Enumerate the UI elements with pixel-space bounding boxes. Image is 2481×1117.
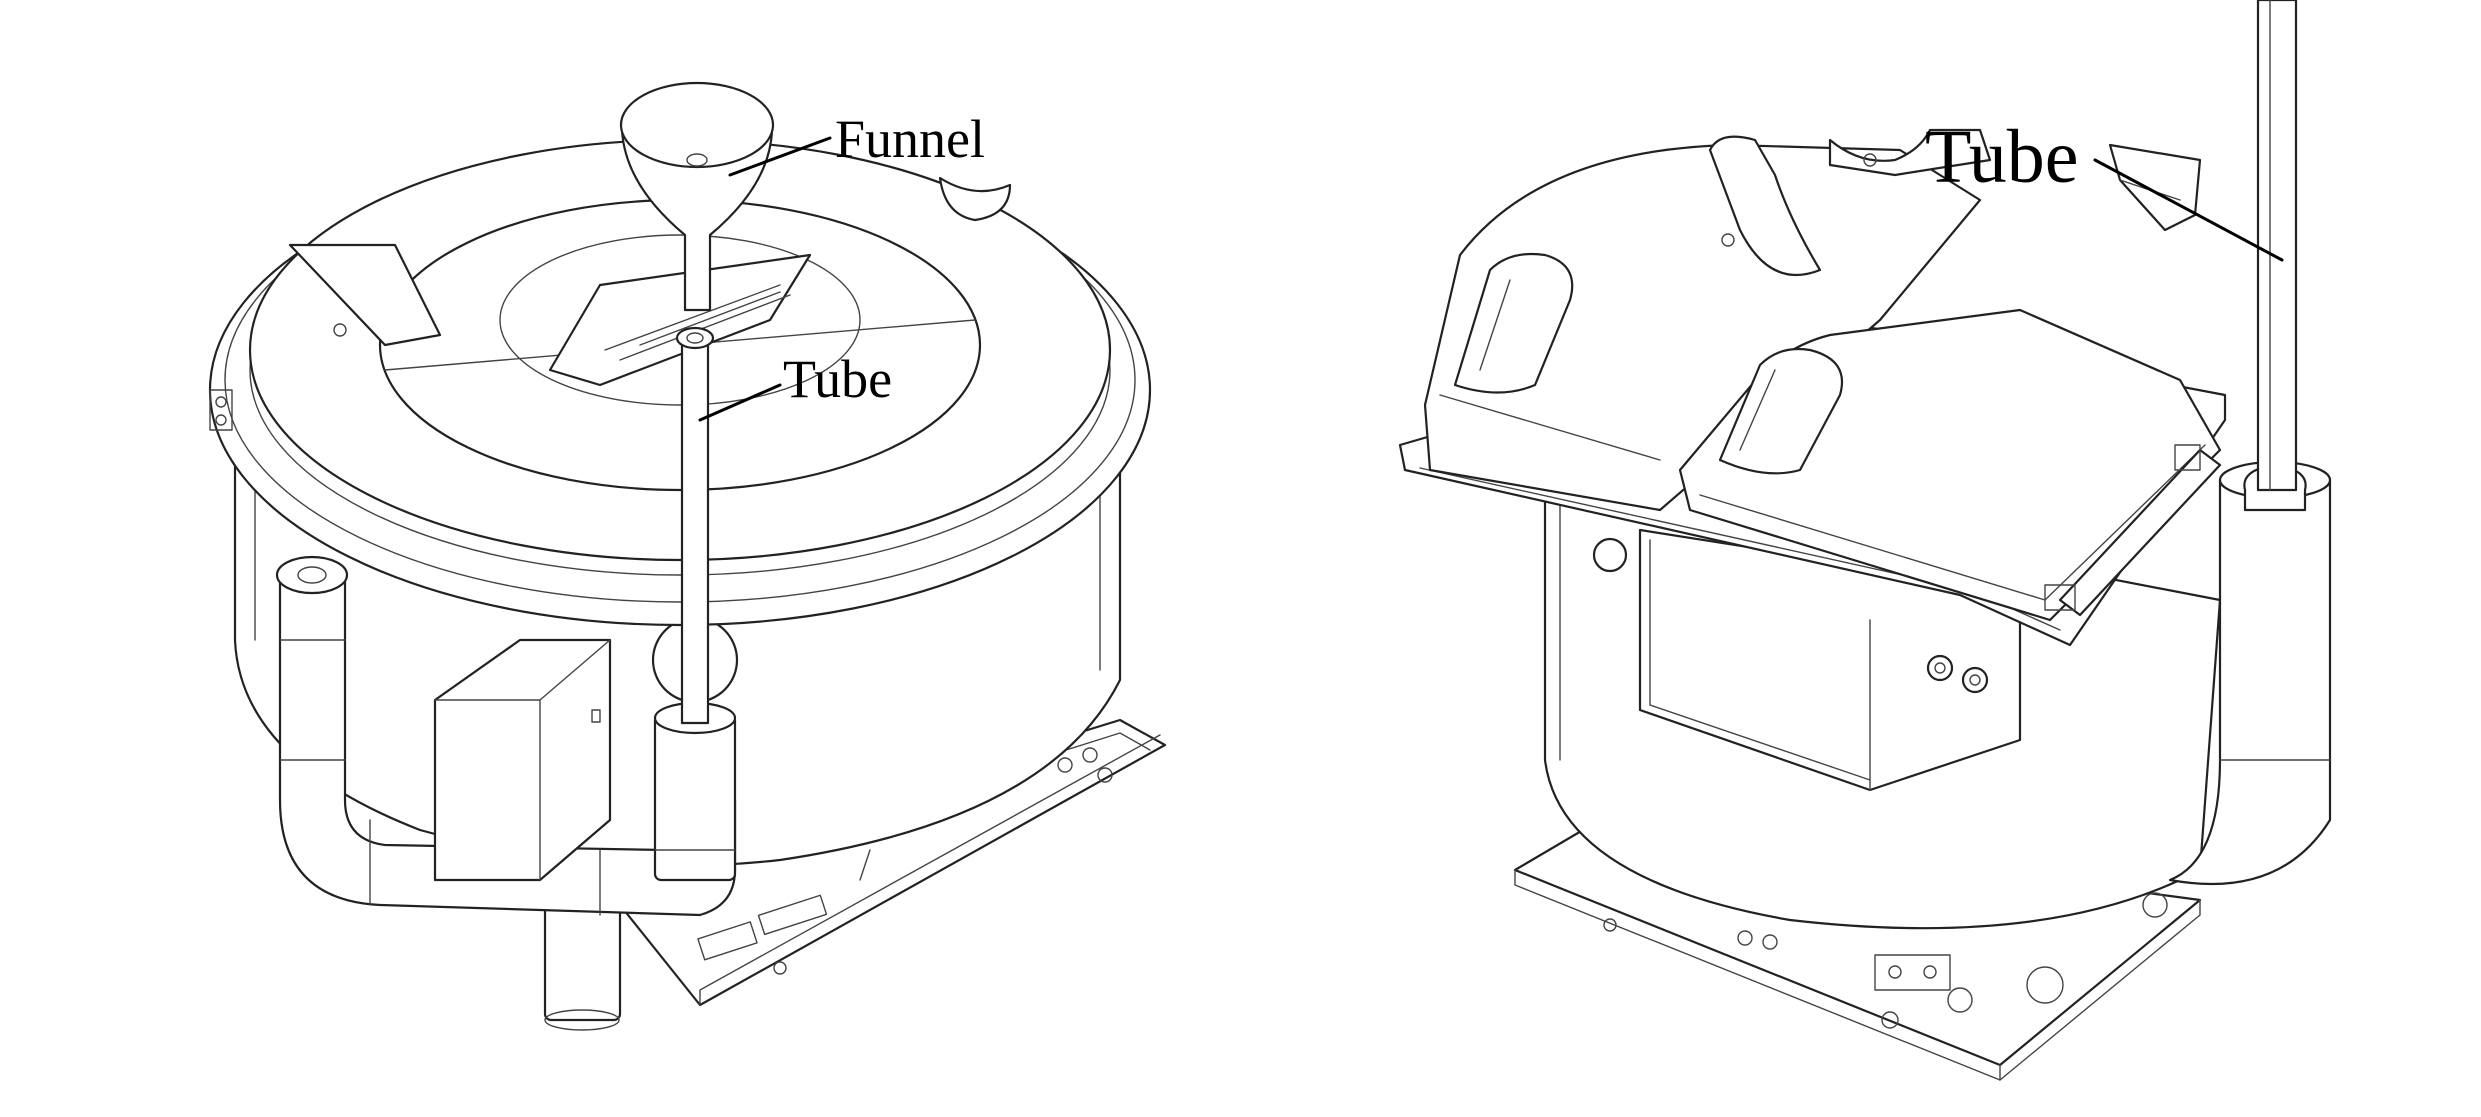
left-funnel-shape (619, 81, 775, 312)
right-rim-notch (1828, 128, 1992, 177)
right-lid-right (1678, 308, 2222, 622)
left-center-slot (548, 253, 812, 387)
left-tube-rod (675, 326, 715, 725)
left-funnel-leader (728, 136, 832, 177)
right-front-panel (1638, 528, 2022, 792)
left-device: Funnel Tube (208, 81, 1167, 1031)
right-connectors (1926, 654, 1989, 694)
right-lid-left (1423, 135, 1982, 512)
left-tube-label: Tube (783, 349, 892, 409)
right-side-bracket (2108, 143, 2202, 232)
left-funnel-label: Funnel (835, 109, 985, 169)
right-tube-label: Tube (1925, 115, 2078, 199)
right-tall-tube (2256, 0, 2298, 492)
left-valve-box (433, 638, 612, 882)
left-tube-leader (698, 383, 782, 422)
right-tube-leader (2093, 158, 2284, 262)
right-device: Tube (1398, 0, 2332, 1081)
